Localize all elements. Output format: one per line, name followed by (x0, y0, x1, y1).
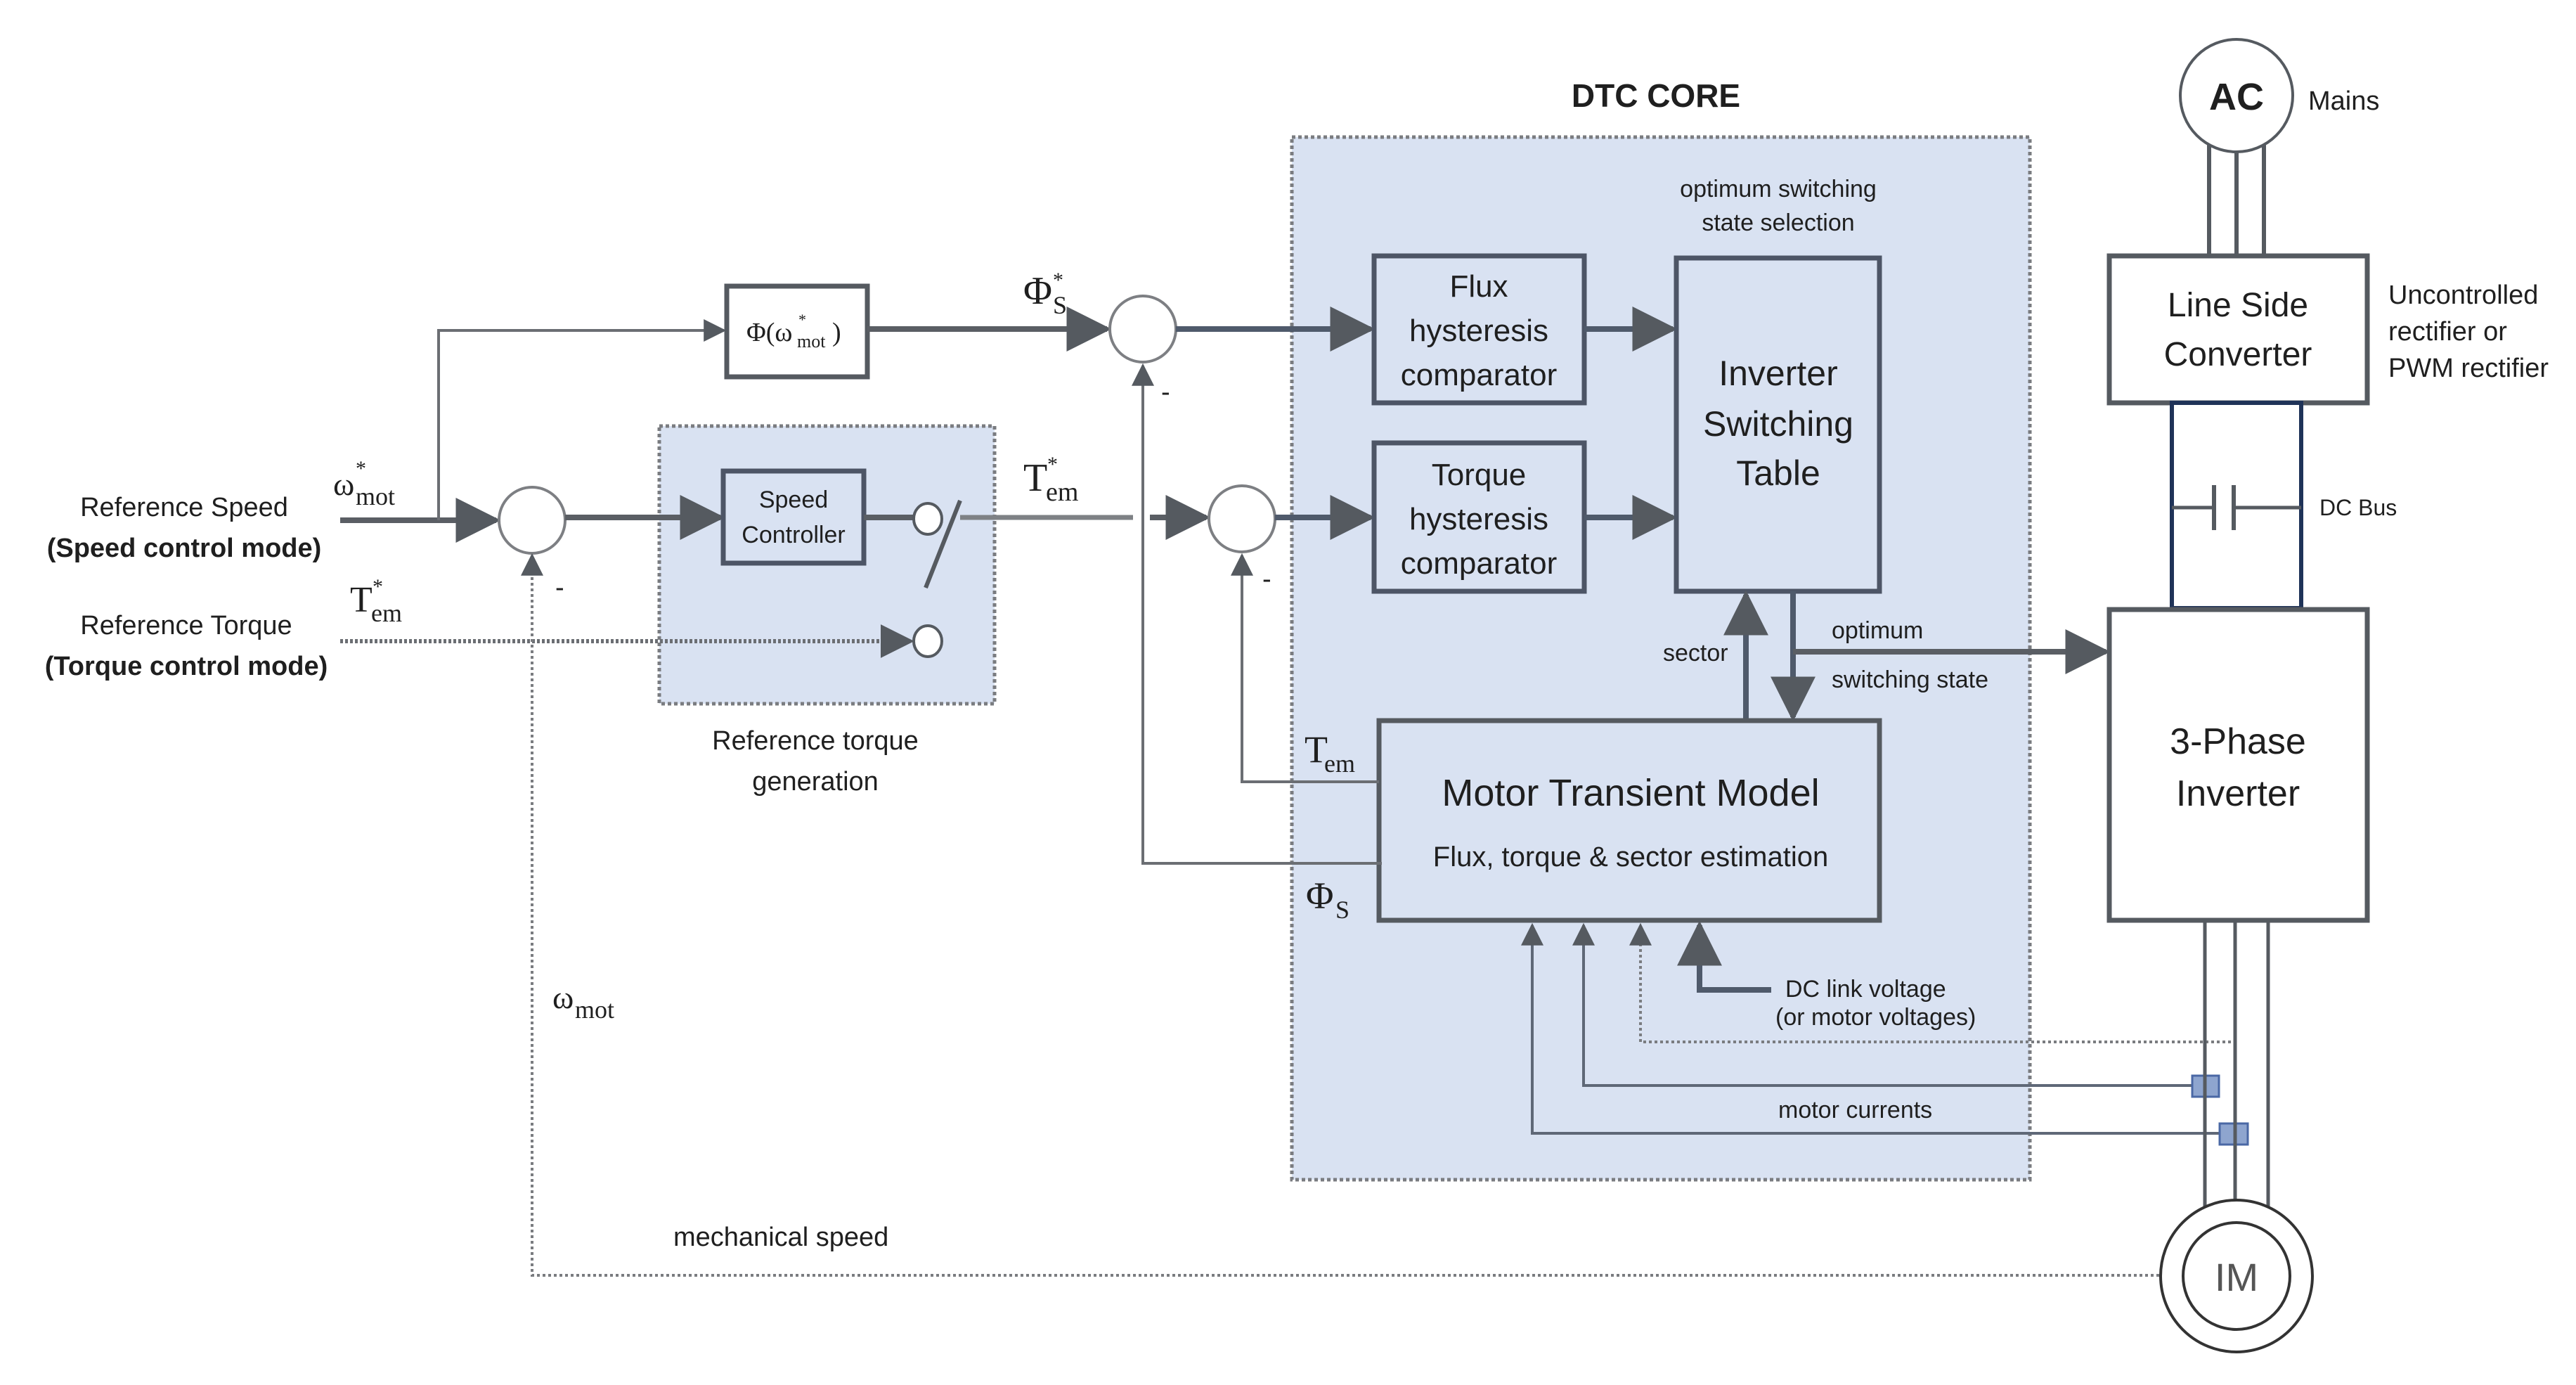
svg-text:em: em (1046, 477, 1078, 507)
svg-text:): ) (832, 318, 841, 347)
dc-bus-label: DC Bus (2319, 495, 2397, 520)
switch-contact-speed (912, 502, 943, 536)
switching-table-caption-2: state selection (1702, 210, 1854, 236)
speed-controller-label-2: Controller (742, 522, 845, 548)
mode-switch-blade[interactable] (924, 499, 962, 589)
svg-text:em: em (371, 599, 402, 627)
line-side-note-3: PWM rectifier (2388, 354, 2549, 383)
line-side-note-2: rectifier or (2388, 317, 2507, 347)
ref-speed-mode: (Speed control mode) (47, 534, 322, 563)
flux-ref-branch (437, 319, 727, 520)
line-side-note-1: Uncontrolled (2388, 281, 2538, 310)
switching-table-label-3: Table (1736, 453, 1820, 493)
torque-sum-minus: - (1262, 565, 1271, 594)
flux-function-label: Φ(ω * mot ) (746, 311, 841, 352)
flux-comp-label-2: hysteresis (1409, 314, 1548, 348)
ref-torque-label: Reference Torque (80, 611, 292, 640)
tem-feedback-line (1231, 553, 1379, 783)
svg-text:S: S (1053, 291, 1067, 319)
torque-comp-label-3: comparator (1401, 546, 1558, 581)
line-side-label-2: Converter (2164, 336, 2312, 373)
flux-comp-label-1: Flux (1449, 269, 1508, 304)
svg-text:Φ: Φ (1306, 875, 1333, 917)
line-side-converter (2106, 253, 2370, 406)
inverter-switching-table (1674, 255, 1882, 594)
dc-link-voltage-line (1677, 920, 1771, 993)
phi-s-feedback-symbol: Φ S (1306, 875, 1350, 924)
switching-table-caption-1: optimum switching (1680, 176, 1877, 202)
ref-torque-gen-caption-2: generation (752, 767, 879, 797)
motor-transient-model (1376, 718, 1882, 923)
svg-text:*: * (798, 311, 806, 328)
svg-text:*: * (373, 575, 383, 598)
optimum-label: optimum (1832, 617, 1923, 644)
phi-s-ref-symbol: Φ * S (1023, 269, 1067, 319)
svg-text:T: T (1305, 728, 1328, 771)
svg-text:Φ(ω: Φ(ω (746, 318, 792, 347)
flux-sum-minus: - (1161, 378, 1170, 407)
induction-motor-label: IM (2215, 1255, 2258, 1299)
flux-summing-junction (1108, 295, 1177, 363)
speed-sum-minus: - (555, 573, 564, 603)
svg-text:ω: ω (333, 466, 354, 502)
svg-text:*: * (1053, 269, 1063, 292)
induction-motor-inner (2182, 1221, 2291, 1331)
switching-table-label-2: Switching (1703, 404, 1853, 444)
dtc-core-title: DTC CORE (1572, 77, 1740, 114)
svg-text:*: * (356, 457, 366, 480)
switching-table-label-1: Inverter (1719, 354, 1838, 393)
svg-text:*: * (1047, 453, 1058, 476)
three-phase-inverter (2106, 607, 2370, 923)
omega-mot-symbol: ω mot (552, 979, 614, 1024)
motor-model-title: Motor Transient Model (1442, 772, 1819, 814)
current-a-line (1572, 922, 2201, 1087)
switch-contact-torque (912, 624, 943, 658)
flux-comp-label-3: comparator (1401, 358, 1558, 392)
speed-summing-junction (498, 486, 567, 555)
ref-speed-label: Reference Speed (80, 493, 288, 522)
torque-comp-label-1: Torque (1432, 458, 1527, 492)
svg-text:ω: ω (552, 979, 574, 1015)
tem-feedback-symbol: T em (1305, 728, 1355, 778)
svg-text:S: S (1335, 896, 1350, 924)
mechanical-speed-label: mechanical speed (673, 1223, 888, 1252)
ref-torque-mode: (Torque control mode) (45, 652, 328, 681)
current-b-line (1521, 922, 2232, 1135)
or-motor-voltages-label: (or motor voltages) (1775, 1004, 1976, 1031)
inverter-label-1: 3-Phase (2170, 721, 2306, 762)
voltage-sense-line (1629, 922, 2237, 1043)
svg-text:em: em (1324, 749, 1355, 778)
svg-text:mot: mot (797, 331, 826, 352)
motor-currents-label: motor currents (1778, 1097, 1932, 1123)
svg-text:T: T (1023, 456, 1047, 500)
svg-text:mot: mot (356, 482, 395, 510)
tem-ref-symbol: T * em (1023, 453, 1078, 507)
line-side-label-1: Line Side (2168, 287, 2308, 324)
ac-label: AC (2209, 76, 2264, 118)
torque-summing-junction (1208, 484, 1276, 553)
mechanical-speed-feedback (521, 553, 2159, 1277)
tem-ref-input-symbol: T * em (350, 575, 402, 627)
inverter-label-2: Inverter (2176, 773, 2300, 814)
dc-bus (2170, 401, 2303, 610)
omega-mot-ref-symbol: ω * mot (333, 457, 395, 510)
svg-text:mot: mot (575, 996, 614, 1024)
switching-state-label: switching state (1832, 666, 1988, 693)
ref-torque-gen-caption-1: Reference torque (712, 726, 919, 756)
svg-text:Φ: Φ (1023, 269, 1052, 313)
svg-text:T: T (350, 580, 373, 620)
torque-comp-label-2: hysteresis (1409, 502, 1548, 536)
motor-model-subtitle: Flux, torque & sector estimation (1433, 842, 1828, 872)
mains-label: Mains (2308, 86, 2379, 116)
dc-link-voltage-label: DC link voltage (1785, 976, 1946, 1003)
sector-label: sector (1663, 640, 1728, 666)
speed-controller-label-1: Speed (759, 487, 828, 513)
phi-s-feedback-line (1132, 363, 1382, 865)
